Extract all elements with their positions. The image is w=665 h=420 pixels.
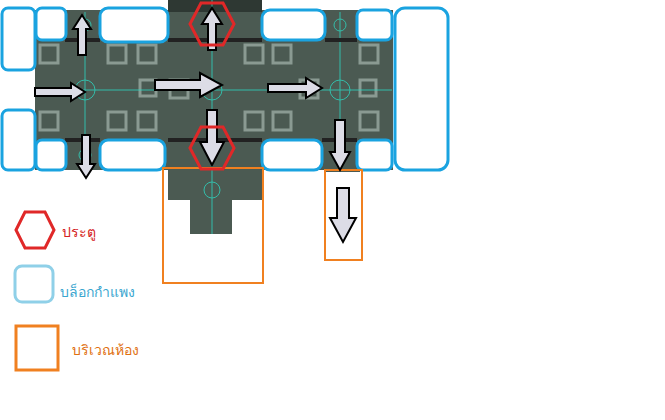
wall-block <box>2 8 448 170</box>
legend-label: บล็อกกำแพง <box>58 281 137 303</box>
legend-swatch-wall <box>15 266 53 302</box>
door <box>190 3 234 169</box>
legend-swatch-door <box>16 212 54 248</box>
corridor-bottom <box>190 168 232 234</box>
direction-arrow <box>35 8 356 242</box>
room-area <box>163 168 362 283</box>
legend-label: ประตู <box>60 221 98 243</box>
legend-swatch-room <box>16 326 58 370</box>
legend-label: บริเวณห้อง <box>70 339 141 361</box>
